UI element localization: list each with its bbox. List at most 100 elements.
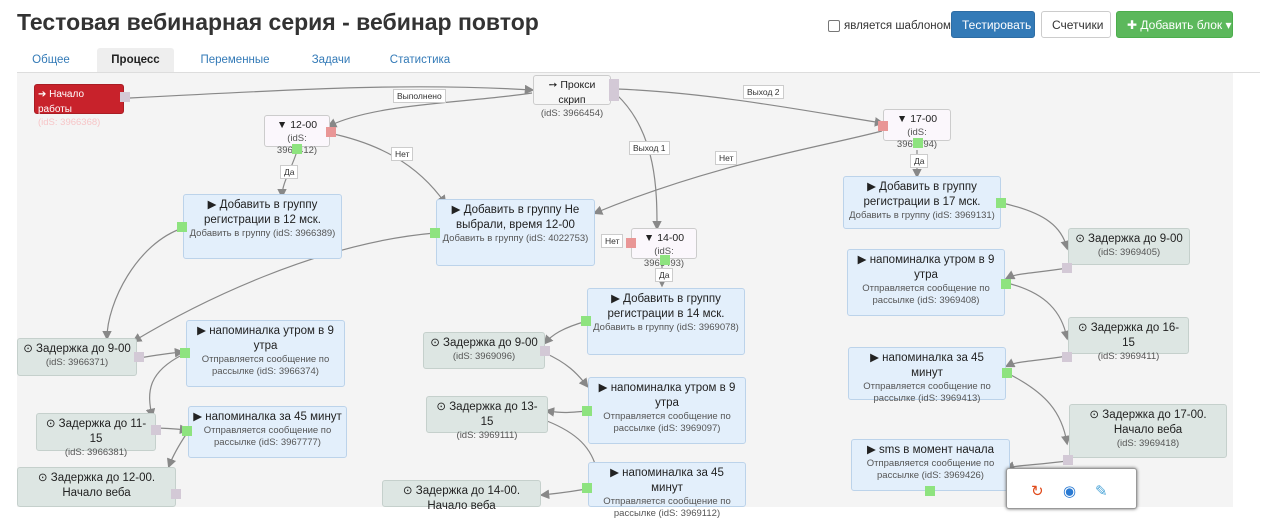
message-node[interactable]: ▶ напоминалка за 45 минут Отправляется с… <box>188 406 347 458</box>
action-node-add-group-12[interactable]: ▶ Добавить в группу регистрации в 12 мск… <box>183 194 342 259</box>
filter-14-no-port[interactable] <box>626 238 636 248</box>
action-title: ▶ Добавить в группу Не выбрали, время 12… <box>451 204 580 231</box>
action-node-add-group-not-chosen[interactable]: ▶ Добавить в группу Не выбрали, время 12… <box>436 199 595 266</box>
delay-node[interactable]: ⊙ Задержка до 13-15 (idS: 3969111) <box>426 396 548 441</box>
delay-id: (idS: 3969405) <box>1097 247 1161 258</box>
filter-17-title: ▼ 17-00 <box>896 113 938 125</box>
delay-port[interactable] <box>1062 352 1072 362</box>
message-port[interactable] <box>1002 368 1012 378</box>
delay-node[interactable]: ⊙ Задержка до 9-00 (idS: 3966371) <box>17 338 137 376</box>
message-port[interactable] <box>582 483 592 493</box>
edge-label: Да <box>655 268 674 282</box>
delay-title: ⊙ Задержка до 9-00 <box>23 343 131 355</box>
template-label: является шаблоном <box>844 20 951 32</box>
tool-icon[interactable]: ✎ <box>1095 483 1108 500</box>
message-sub: Отправляется сообщение по рассылке (idS:… <box>863 381 991 404</box>
message-sub: Отправляется сообщение по рассылке (idS:… <box>201 354 330 377</box>
message-node[interactable]: ▶ напоминалка за 45 минут Отправляется с… <box>588 462 746 519</box>
delay-title: ⊙ Задержка до 16-15 <box>1077 322 1180 349</box>
delay-node[interactable]: ⊙ Задержка до 12-00. Начало веба <box>17 467 176 507</box>
start-port[interactable] <box>120 92 130 102</box>
delay-node[interactable]: ⊙ Задержка до 17-00. Начало веба (idS: 3… <box>1069 404 1227 458</box>
message-sub: Отправляется сообщение по рассылке (idS:… <box>862 283 990 306</box>
message-sub: Отправляется сообщение по рассылке (idS:… <box>203 425 332 448</box>
message-title: ▶ напоминалка за 45 минут <box>610 467 724 494</box>
delay-id: (idS: 3966371) <box>45 357 109 368</box>
delay-id: (idS: 3966381) <box>64 447 128 458</box>
checkbox-icon[interactable] <box>828 20 840 32</box>
start-node[interactable]: ➔ Начало работы (idS: 3966368) <box>34 84 124 128</box>
action-sub: Добавить в группу (idS: 3969131) <box>849 210 995 221</box>
message-node[interactable]: ▶ напоминалка утром в 9 утра Отправляетс… <box>186 320 345 387</box>
message-title: ▶ напоминалка утром в 9 утра <box>197 325 334 352</box>
template-checkbox[interactable]: является шаблоном <box>828 20 951 32</box>
action-node-add-group-17[interactable]: ▶ Добавить в группу регистрации в 17 мск… <box>843 176 1001 229</box>
filter-14-title: ▼ 14-00 <box>643 232 685 244</box>
delay-port[interactable] <box>540 346 550 356</box>
filter-12-node[interactable]: ▼ 12-00 (idS: 3966412) <box>264 115 330 156</box>
delay-title: ⊙ Задержка до 9-00 <box>430 337 538 349</box>
message-title: ▶ напоминалка утром в 9 утра <box>857 254 995 281</box>
app-icon[interactable]: ↻ <box>1031 483 1044 500</box>
tab-statistics[interactable]: Статистика <box>389 54 451 66</box>
message-title: ▶ напоминалка за 45 минут <box>870 352 984 379</box>
counters-button[interactable]: Счетчики <box>1041 11 1111 38</box>
action-port[interactable] <box>996 198 1006 208</box>
delay-id: (idS: 3969411) <box>1097 351 1160 362</box>
message-node[interactable]: ▶ напоминалка утром в 9 утра Отправляетс… <box>588 377 746 444</box>
message-title: ▶ напоминалка утром в 9 утра <box>598 382 736 409</box>
delay-port[interactable] <box>1063 455 1073 465</box>
edge-label: Выход 1 <box>629 141 670 155</box>
tab-process[interactable]: Процесс <box>97 48 174 72</box>
action-port[interactable] <box>430 228 440 238</box>
message-sub: Отправляется сообщение по рассылке (idS:… <box>603 411 731 434</box>
start-title: ➔ Начало работы <box>38 89 85 115</box>
tab-variables[interactable]: Переменные <box>200 54 270 66</box>
filter-14-yes-port[interactable] <box>660 255 670 265</box>
message-port[interactable] <box>1001 279 1011 289</box>
app-switcher-popup: ↻ ◉ ✎ <box>1006 468 1137 509</box>
action-port[interactable] <box>177 222 187 232</box>
delay-node[interactable]: ⊙ Задержка до 14-00. Начало веба <box>382 480 541 512</box>
action-node-add-group-14[interactable]: ▶ Добавить в группу регистрации в 14 мск… <box>587 288 745 355</box>
delay-node[interactable]: ⊙ Задержка до 9-00 (idS: 3969405) <box>1068 228 1190 265</box>
test-button[interactable]: Тестировать <box>951 11 1035 38</box>
delay-port[interactable] <box>134 352 144 362</box>
edge-label: Выполнено <box>393 89 446 103</box>
filter-12-no-port[interactable] <box>326 127 336 137</box>
message-node[interactable]: ▶ напоминалка утром в 9 утра Отправляетс… <box>847 249 1005 316</box>
delay-port[interactable] <box>1062 263 1072 273</box>
action-port[interactable] <box>581 316 591 326</box>
delay-node[interactable]: ⊙ Задержка до 9-00 (idS: 3969096) <box>423 332 545 369</box>
process-canvas[interactable]: ➔ Начало работы (idS: 3966368) ➙ Прокси … <box>17 73 1233 519</box>
proxy-port[interactable] <box>609 79 619 101</box>
delay-node[interactable]: ⊙ Задержка до 16-15 (idS: 3969411) <box>1068 317 1189 362</box>
message-node[interactable]: ▶ sms в момент начала Отправляется сообщ… <box>851 439 1010 491</box>
tab-tasks[interactable]: Задачи <box>311 54 351 66</box>
start-id: (idS: 3966368) <box>38 117 101 128</box>
message-port[interactable] <box>925 486 935 496</box>
tab-general[interactable]: Общее <box>32 54 70 66</box>
message-port[interactable] <box>582 406 592 416</box>
delay-id: (idS: 3969418) <box>1116 438 1180 449</box>
message-port[interactable] <box>180 348 190 358</box>
add-block-button[interactable]: ✚ Добавить блок ▾ <box>1116 11 1233 38</box>
delay-node[interactable]: ⊙ Задержка до 11-15 (idS: 3966381) <box>36 413 156 458</box>
edge-label: Нет <box>715 151 738 165</box>
tab-bar: Общее Процесс Переменные Задачи Статисти… <box>17 48 1260 73</box>
message-sub: Отправляется сообщение по рассылке (idS:… <box>866 458 995 481</box>
browser-icon[interactable]: ◉ <box>1063 483 1077 500</box>
filter-17-yes-port[interactable] <box>913 138 923 148</box>
edge-label: Выход 2 <box>743 85 784 99</box>
proxy-node[interactable]: ➙ Прокси скрип (idS: 3966454) <box>533 75 611 119</box>
delay-title: ⊙ Задержка до 12-00. Начало веба <box>37 472 156 499</box>
proxy-title: ➙ Прокси скрип <box>548 79 596 106</box>
filter-12-title: ▼ 12-00 <box>276 119 318 131</box>
filter-17-node[interactable]: ▼ 17-00 (idS: 3966494) <box>883 109 951 150</box>
delay-port[interactable] <box>151 425 161 435</box>
message-port[interactable] <box>182 426 192 436</box>
filter-17-no-port[interactable] <box>878 121 888 131</box>
message-node[interactable]: ▶ напоминалка за 45 минут Отправляется с… <box>848 347 1006 404</box>
filter-12-yes-port[interactable] <box>292 144 302 154</box>
delay-port[interactable] <box>171 489 181 499</box>
